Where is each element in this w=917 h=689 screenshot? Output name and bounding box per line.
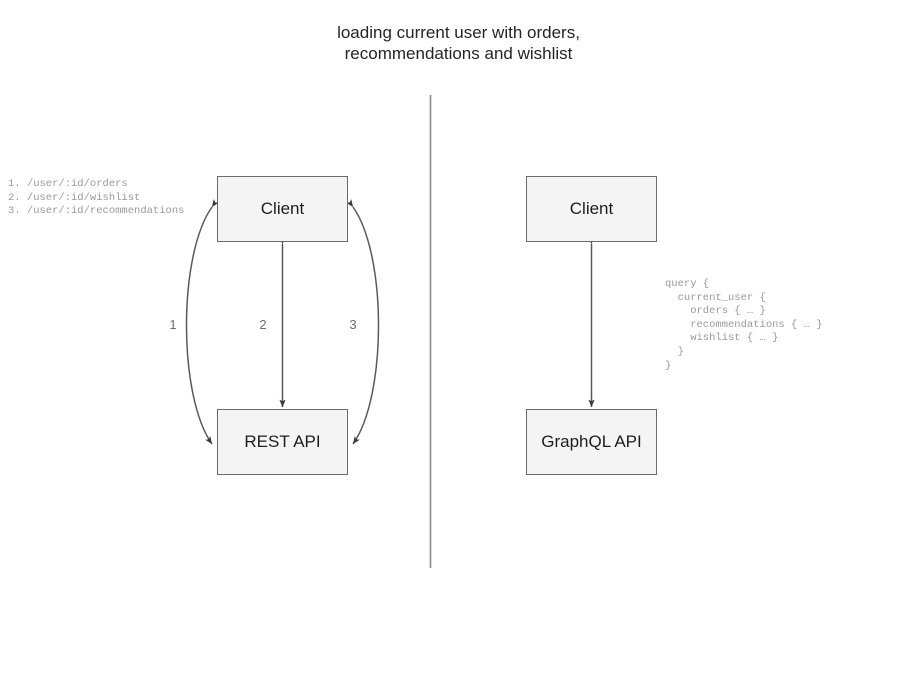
page-title: loading current user with orders, recomm… bbox=[337, 23, 580, 63]
node-client-rest[interactable]: Client bbox=[217, 176, 348, 242]
connector-orders bbox=[185, 199, 219, 445]
node-rest-api[interactable]: REST API bbox=[217, 409, 348, 475]
graphql-query-snippet: query { current_user { orders { … } reco… bbox=[665, 278, 823, 372]
node-client-graphql[interactable]: Client bbox=[526, 176, 657, 242]
node-rest-api-label: REST API bbox=[244, 432, 321, 451]
edge-label-wishlist: 2 bbox=[259, 317, 267, 332]
node-graphql-api-label: GraphQL API bbox=[541, 432, 642, 451]
rest-endpoint-list: 1. /user/:id/orders 2. /user/:id/wishlis… bbox=[8, 178, 185, 218]
node-client-rest-label: Client bbox=[260, 199, 305, 218]
edge-label-recommendations: 3 bbox=[349, 317, 357, 332]
node-client-graphql-label: Client bbox=[569, 199, 614, 218]
node-graphql-api[interactable]: GraphQL API bbox=[526, 409, 657, 475]
edge-label-orders: 1 bbox=[169, 317, 177, 332]
